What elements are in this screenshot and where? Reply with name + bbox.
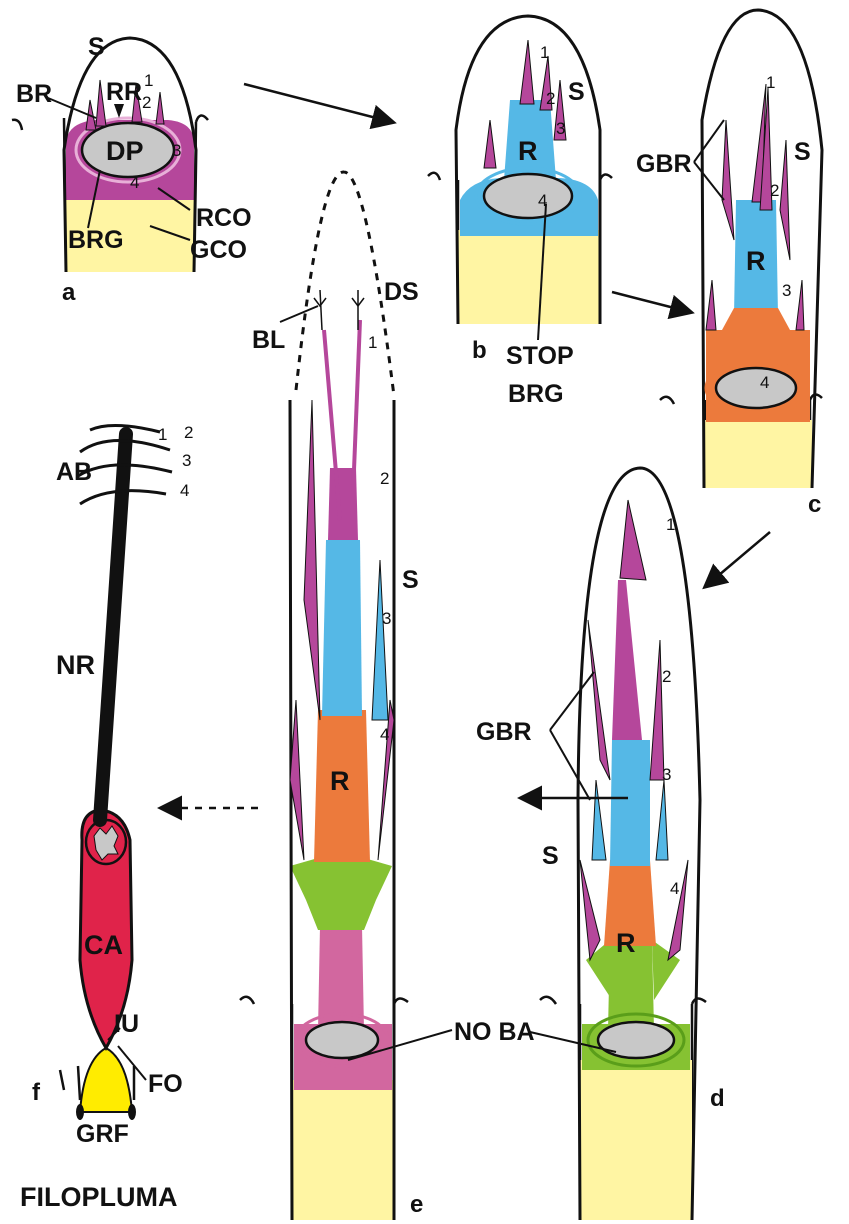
number-4-f: 4 [180,481,189,500]
panel-letter-d: d [710,1085,725,1112]
arrow-a-to-b [244,84,392,122]
number-2-d: 2 [662,667,671,686]
panel-letter-b: b [472,337,487,364]
number-2-c: 2 [770,181,779,200]
number-3-e: 3 [382,609,391,628]
label-ds-e: DS [384,278,419,306]
label-nr-f: NR [56,650,95,680]
panel-letter-e: e [410,1191,423,1218]
number-4-c: 4 [760,373,769,392]
number-3-b: 3 [556,119,565,138]
label-r-c: R [746,246,766,276]
arrow-b-to-c [612,292,690,312]
label-fo-f: FO [148,1070,183,1098]
label-rco-a: RCO [196,204,252,232]
label-s-d: S [542,842,559,870]
panel-letter-a: a [62,279,76,306]
number-4-e: 4 [380,725,389,744]
label-dp-a: DP [106,136,144,166]
label-brg-a: BRG [68,226,124,254]
label-bl-e: BL [252,326,285,354]
barb-ridge-a1 [96,80,106,126]
number-1-c: 1 [766,73,775,92]
panel-letter-c: c [808,491,821,518]
panel-letter-f: f [32,1079,41,1106]
label-grf-f: GRF [76,1120,129,1148]
panel-e: DS BL S R NO BA 1 2 3 4 e [240,172,535,1220]
label-r-d: R [616,928,636,958]
label-ca-f: CA [84,930,123,960]
label-gbr-c: GBR [636,150,692,178]
label-ab-f: AB [56,458,92,486]
number-1-b: 1 [540,43,549,62]
number-2-e: 2 [380,469,389,488]
label-r-b: R [518,136,538,166]
barb-ridge-a3 [156,92,164,124]
number-4-b: 4 [538,191,547,210]
number-1-f: 1 [158,425,167,444]
panel-d: GBR S R 1 2 3 4 d [476,468,725,1220]
number-3-a: 3 [172,141,181,160]
number-2-f: 2 [184,423,193,442]
number-1-d: 1 [666,515,675,534]
label-stop-brg-b: BRG [508,380,564,408]
label-noba-e: NO BA [454,1018,535,1046]
number-3-f: 3 [182,451,191,470]
number-4-d: 4 [670,879,679,898]
panel-a: S BR RR DP RCO BRG GCO 1 2 3 4 a [12,33,252,306]
label-s-c: S [794,138,811,166]
number-2-b: 2 [546,89,555,108]
number-1-e: 1 [368,333,377,352]
panel-b: S R 1 2 3 4 STOP BRG b [428,16,612,408]
title-filopluma: FILOPLUMA [20,1182,177,1212]
label-s-b: S [568,78,585,106]
label-rr-a: RR [106,78,142,106]
label-s-e: S [402,566,419,594]
arrow-c-to-d [706,532,770,586]
label-iu-f: IU [114,1010,139,1038]
label-s-a: S [88,33,105,61]
label-gco-a: GCO [190,236,247,264]
label-stop-b: STOP [506,342,574,370]
panel-c: GBR S R 1 2 3 4 c [636,10,822,518]
label-br-a: BR [16,80,52,108]
number-2-a: 2 [142,93,151,112]
label-gbr-d: GBR [476,718,532,746]
number-3-c: 3 [782,281,791,300]
number-4-a: 4 [130,173,139,192]
number-3-d: 3 [662,765,671,784]
panel-f: AB NR CA IU FO GRF FILOPLUMA 1 2 3 4 f [20,423,193,1212]
rachis-ridge-arrowhead [114,104,124,118]
number-1-a: 1 [144,71,153,90]
label-r-e: R [330,766,350,796]
